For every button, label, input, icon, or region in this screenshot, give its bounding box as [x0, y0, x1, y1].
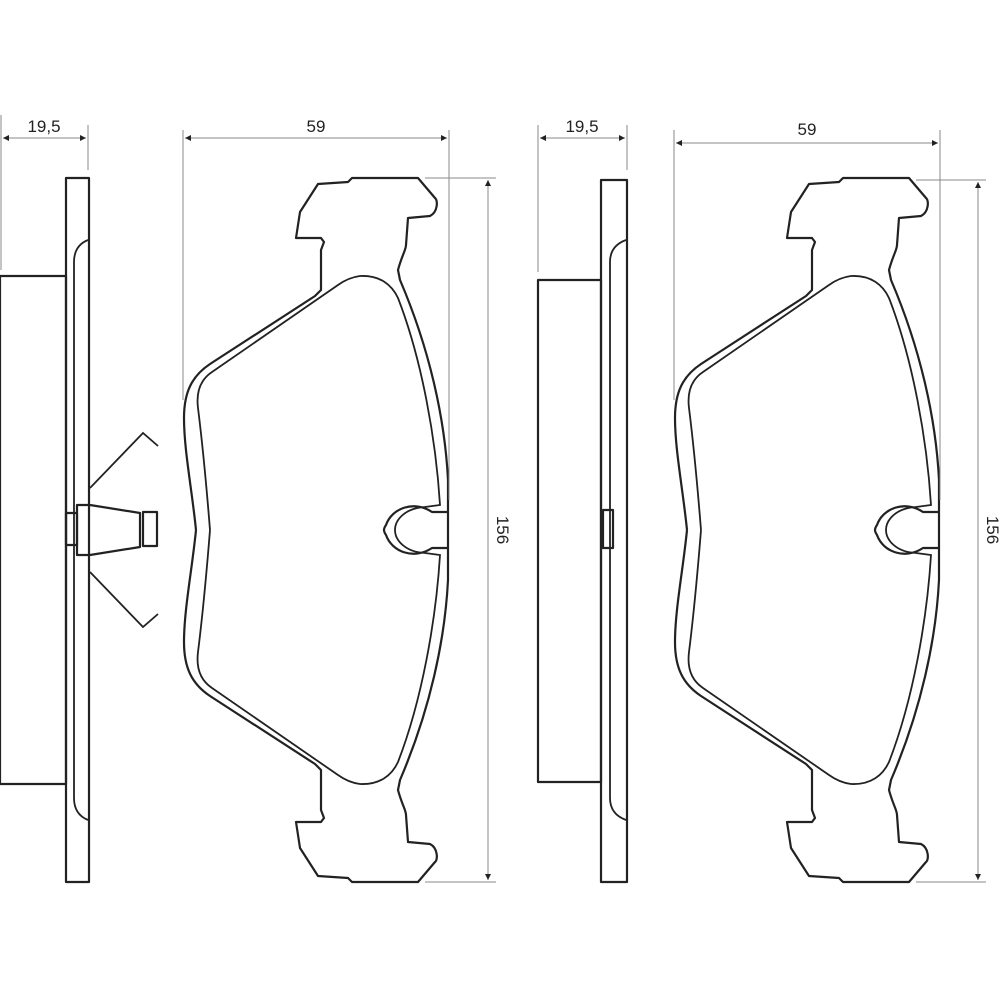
dimension-thickness: 19,5 — [0, 115, 89, 270]
pad-face-view — [184, 178, 448, 882]
plate-edge — [609, 239, 627, 821]
dimension-thickness: 19,5 — [537, 117, 628, 272]
pad-view-right: 19,5 59 156 — [536, 117, 1000, 884]
thickness-label: 19,5 — [27, 117, 60, 136]
width-label: 59 — [798, 120, 817, 139]
thickness-label: 19,5 — [565, 117, 598, 136]
dimension-width: 59 — [182, 117, 450, 500]
height-label: 156 — [983, 516, 1000, 544]
clip — [601, 508, 615, 550]
pad-face-view — [675, 178, 939, 882]
width-label: 59 — [307, 117, 326, 136]
plate-edge — [73, 239, 89, 821]
sensor-wire — [89, 431, 159, 489]
dimension-width: 59 — [673, 120, 941, 500]
pad-view-left: 19,5 59 156 — [0, 115, 512, 884]
backing-plate — [599, 178, 629, 884]
sensor-wire — [89, 571, 159, 629]
friction-block — [536, 278, 603, 784]
height-label: 156 — [493, 516, 512, 544]
side-view — [0, 176, 91, 884]
side-view — [536, 178, 629, 884]
wear-sensor — [64, 431, 159, 629]
dimension-height: 156 — [425, 177, 512, 883]
friction-block — [0, 274, 68, 786]
dimension-height: 156 — [916, 179, 1000, 883]
